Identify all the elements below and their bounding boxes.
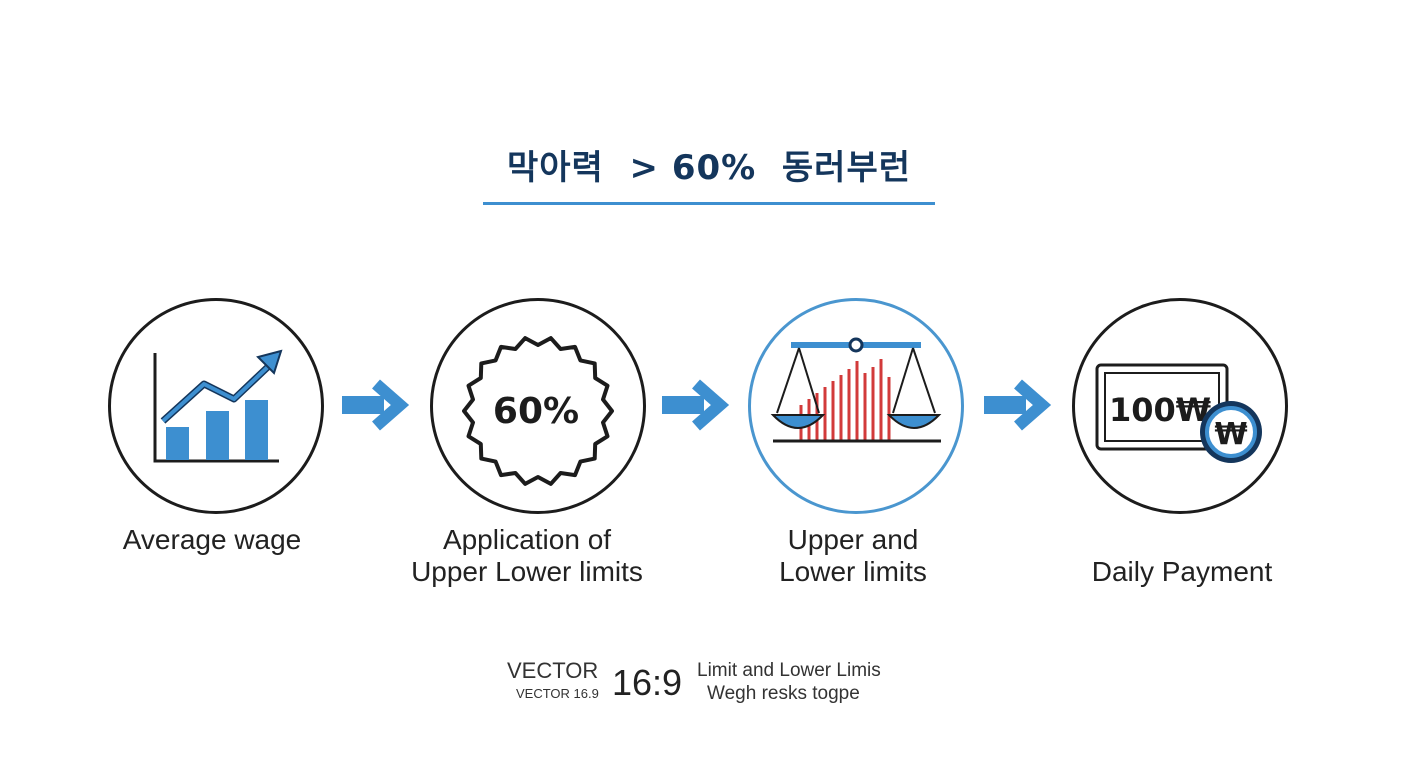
- growth-chart-icon: [153, 349, 283, 463]
- footer-vector-label: VECTOR: [507, 658, 599, 683]
- label-line: Application of: [442, 524, 612, 555]
- label-line: [1032, 524, 1332, 556]
- footer-aspect-ratio: 16:9: [612, 662, 683, 703]
- arrow-right-icon: [342, 379, 410, 431]
- title-underline: [483, 202, 935, 205]
- step-daily-payment: 100₩ ₩: [1072, 298, 1288, 514]
- label-line: Upper Lower limits: [411, 556, 643, 587]
- footer-vector-small: VECTOR 16.9: [516, 686, 599, 701]
- label-line: Daily Payment: [1091, 556, 1273, 587]
- arrow-right-icon: [984, 379, 1052, 431]
- monitor-coin-icon: 100₩ ₩: [1095, 363, 1262, 463]
- label-line: Lower limits: [779, 556, 927, 587]
- step-upper-lower-limits: [748, 298, 964, 514]
- label-line: Upper and: [787, 524, 919, 555]
- step-label-upper-lower-limits: Upper and Lower limits: [703, 524, 1003, 588]
- step-label-daily-payment: Daily Payment: [1032, 524, 1332, 588]
- step-label-application-of-limits: Application of Upper Lower limits: [377, 524, 677, 588]
- screen-amount: 100₩: [1109, 391, 1211, 429]
- arrow-right-icon: [662, 379, 730, 431]
- label-line: Average wage: [122, 524, 302, 555]
- diagram-title: 막아력 > 60% 동러부런: [506, 148, 911, 188]
- percentage-badge-icon: 60%: [462, 336, 614, 486]
- step-label-average-wage: Average wage: [62, 524, 362, 556]
- coin-symbol: ₩: [1214, 417, 1247, 452]
- badge-percentage: 60%: [493, 391, 579, 432]
- balance-scale-icon: [770, 337, 942, 443]
- footer-caption-line2: Wegh resks togpe: [707, 683, 860, 704]
- step-application-of-limits: 60%: [430, 298, 646, 514]
- footer-caption-line1: Limit and Lower Limis: [697, 660, 881, 681]
- step-average-wage: [108, 298, 324, 514]
